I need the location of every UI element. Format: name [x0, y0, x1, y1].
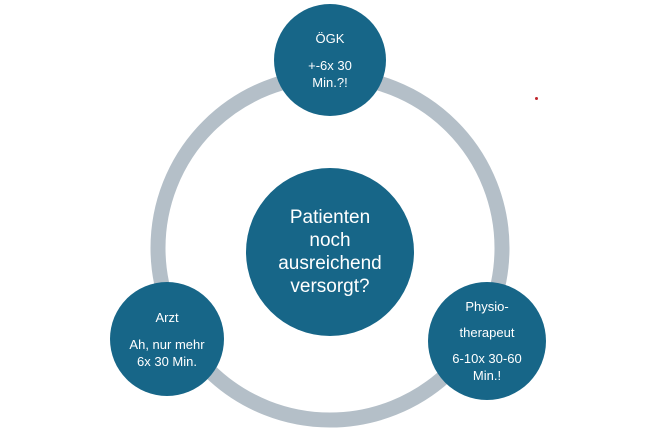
red-dot-marker	[535, 97, 538, 100]
arzt-title: Arzt	[155, 309, 179, 325]
oegk-node: ÖGK +-6x 30 Min.?!	[274, 4, 386, 116]
center-line-2: noch	[309, 230, 351, 251]
physio-detail-line-2: Min.!	[472, 368, 502, 383]
arzt-node: Arzt Ah, nur mehr 6x 30 Min.	[110, 282, 224, 396]
center-line-1: Patienten	[289, 207, 371, 228]
arzt-detail-line-1: Ah, nur mehr	[129, 336, 205, 352]
oegk-detail-line-1: +-6x 30	[308, 57, 352, 73]
oegk-detail-line-2: Min.?!	[312, 74, 348, 90]
physio-title-line-2: therapeut	[459, 325, 515, 340]
physio-title-line-1: Physio-	[465, 299, 509, 314]
center-line-3: ausreichend	[278, 253, 382, 274]
center-line-4: versorgt?	[290, 276, 370, 297]
physio-detail-line-1: 6-10x 30-60	[452, 351, 522, 366]
oegk-title: ÖGK	[315, 30, 345, 46]
physiotherapist-node: Physio- therapeut 6-10x 30-60 Min.!	[428, 282, 546, 400]
center-question-node: Patienten noch ausreichend versorgt?	[246, 168, 414, 336]
arzt-detail-line-2: 6x 30 Min.	[137, 353, 197, 369]
